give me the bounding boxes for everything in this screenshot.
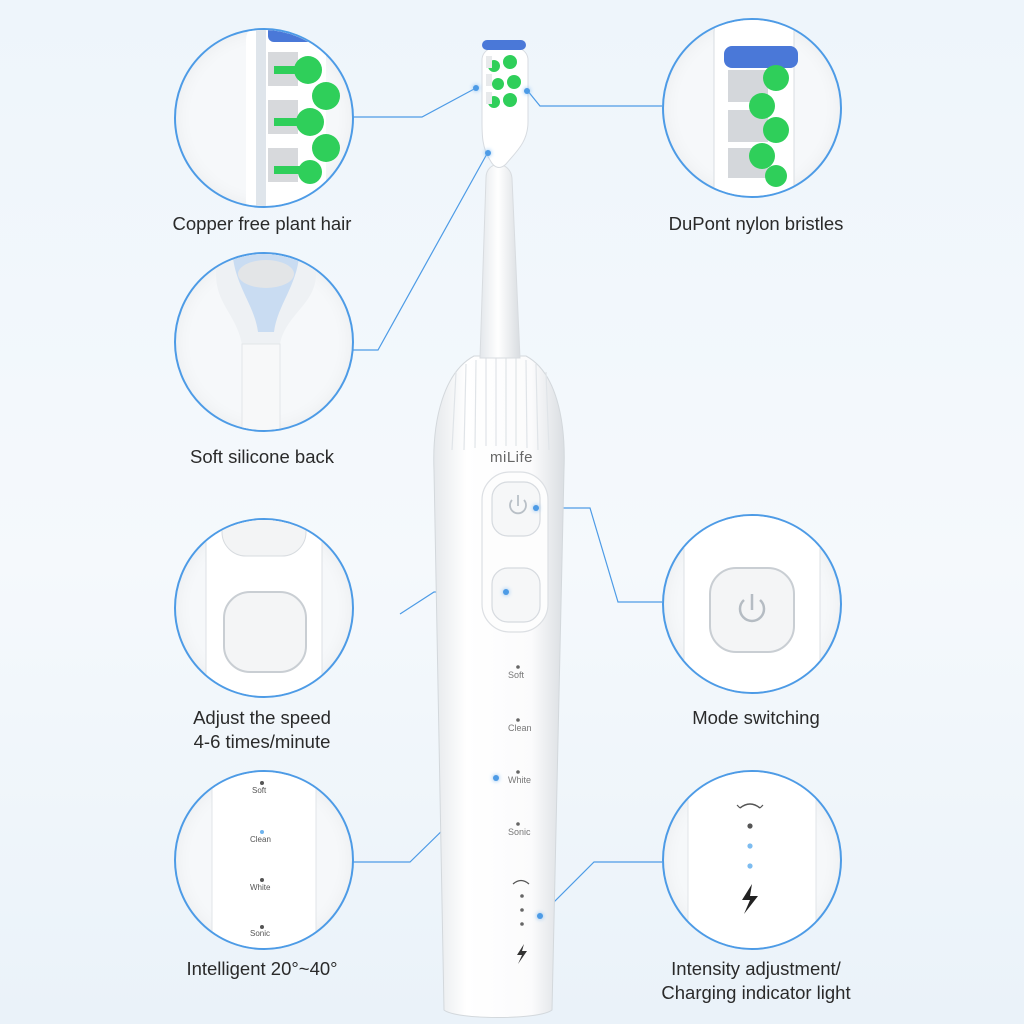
anchor-dot-head [473,85,479,91]
mode-label-sonic: Sonic [508,827,531,837]
detail-circle-silicone [174,252,354,432]
anchor-dot-speed [503,589,509,595]
circle-mode-sonic: Sonic [250,929,271,938]
detail-circle-copper-free [174,28,354,208]
detail-circle-dupont [662,18,842,198]
leader-silicone [350,151,489,351]
detail-circle-modes: Soft Clean White Sonic [174,770,354,950]
mode-label-soft: Soft [508,670,525,680]
circle-mode-soft: Soft [252,786,267,795]
detail-circle-mode-button [662,514,842,694]
caption-dupont: DuPont nylon bristles [606,212,906,236]
anchor-dot-intensity [537,913,543,919]
caption-intelligent: Intelligent 20°~40° [112,957,412,981]
caption-speed-line1: Adjust the speed [193,707,331,728]
caption-speed: Adjust the speed 4-6 times/minute [112,706,412,754]
brand-logo: miLife [490,449,534,466]
mode-label-white: White [508,775,532,785]
circle-mode-clean: Clean [250,835,271,844]
caption-silicone-text: Soft silicone back [190,446,334,467]
mode-label-clean: Clean [508,723,532,733]
detail-circle-speed-button [174,518,354,698]
leader-dupont [526,89,662,107]
caption-intensity-line2: Charging indicator light [661,982,851,1003]
caption-mode-text: Mode switching [692,707,820,728]
leader-intensity [539,861,662,917]
caption-mode: Mode switching [606,706,906,730]
anchor-dot-bristle [524,88,530,94]
caption-copper-free: Copper free plant hair [112,212,412,236]
circle-mode-white: White [250,883,271,892]
anchor-dot-mode [493,775,499,781]
detail-circle-intensity [662,770,842,950]
caption-intensity-line1: Intensity adjustment/ [671,958,841,979]
caption-intensity: Intensity adjustment/ Charging indicator… [606,957,906,1005]
anchor-dot-power [533,505,539,511]
caption-silicone: Soft silicone back [112,445,412,469]
caption-copper-free-text: Copper free plant hair [172,213,352,234]
caption-dupont-text: DuPont nylon bristles [668,213,844,234]
caption-intelligent-text: Intelligent 20°~40° [186,958,338,979]
anchor-dot-neck [485,150,491,156]
caption-speed-line2: 4-6 times/minute [193,731,331,752]
leader-copper [350,87,477,118]
